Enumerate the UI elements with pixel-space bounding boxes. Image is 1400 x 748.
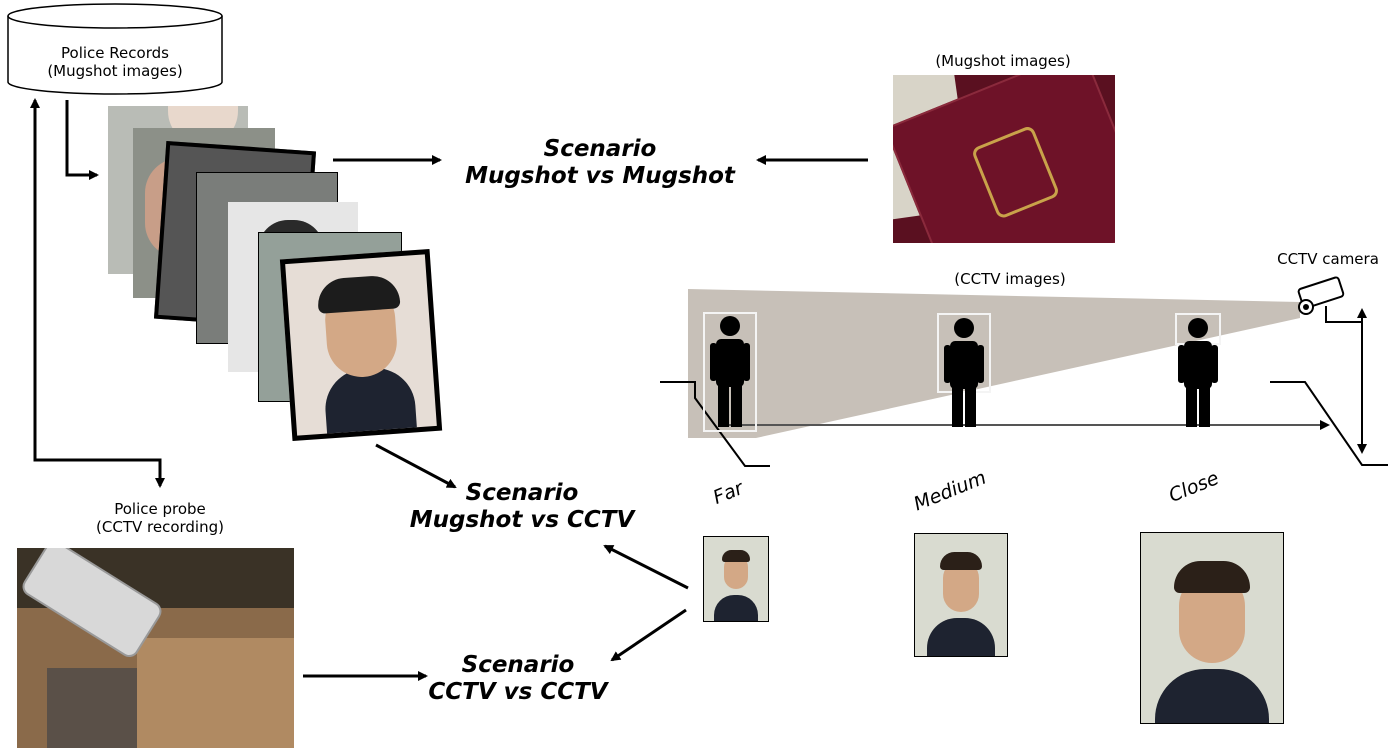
scenario-3-subtitle: CCTV vs CCTV — [428, 679, 608, 705]
face-crop-close — [1140, 532, 1284, 724]
scenario-3-title: Scenario — [461, 652, 575, 678]
cctv-camera-label: CCTV camera — [1277, 250, 1379, 268]
mugshot-source-label: (Mugshot images) — [935, 52, 1071, 70]
mugshot-shoulders — [322, 365, 418, 442]
passport-emblem-icon — [970, 124, 1061, 220]
database-cylinder-icon — [7, 3, 223, 95]
person-medium — [937, 313, 991, 427]
arrow-mugshots-to-s2 — [375, 443, 457, 489]
database-label-line1: Police Records — [61, 44, 169, 62]
database-label: Police Records (Mugshot images) — [6, 44, 224, 80]
face-crop-far — [703, 536, 769, 622]
face-crop-medium — [914, 533, 1008, 657]
passport-image — [893, 75, 1115, 243]
camera-view-cone — [688, 289, 1300, 438]
mugshot-hair — [316, 274, 401, 314]
cctv-recording-image — [17, 548, 294, 748]
cctv-images-label: (CCTV images) — [954, 270, 1066, 288]
probe-label-line2: (CCTV recording) — [96, 518, 224, 536]
scenario-mugshot-vs-mugshot: Scenario Mugshot vs Mugshot — [400, 136, 800, 190]
arrow-far-to-s2 — [603, 544, 689, 590]
person-close — [1175, 313, 1221, 427]
scenario-1-title: Scenario — [543, 136, 657, 162]
arrow-far-to-s3 — [610, 608, 687, 662]
camera-mount — [1325, 306, 1362, 323]
probe-label-line1: Police probe — [114, 500, 206, 518]
db-feed-line — [65, 100, 99, 180]
crowd-area — [137, 638, 294, 748]
floor-right-edge — [1270, 381, 1388, 466]
camera-pole — [47, 668, 137, 748]
scenario-2-subtitle: Mugshot vs CCTV — [409, 507, 635, 533]
scenario-1-subtitle: Mugshot vs Mugshot — [465, 163, 735, 189]
person-far — [703, 312, 757, 432]
floor-left-edge — [660, 381, 770, 467]
mugshot-photo-front — [279, 248, 443, 442]
scenario-cctv-vs-cctv: Scenario CCTV vs CCTV — [318, 652, 718, 706]
scenario-2-title: Scenario — [465, 480, 579, 506]
probe-label: Police probe (CCTV recording) — [40, 500, 280, 536]
database-label-line2: (Mugshot images) — [47, 62, 183, 80]
db-probe-line — [33, 108, 165, 488]
cctv-camera-icon — [1297, 276, 1345, 315]
scenario-mugshot-vs-cctv: Scenario Mugshot vs CCTV — [322, 480, 722, 534]
